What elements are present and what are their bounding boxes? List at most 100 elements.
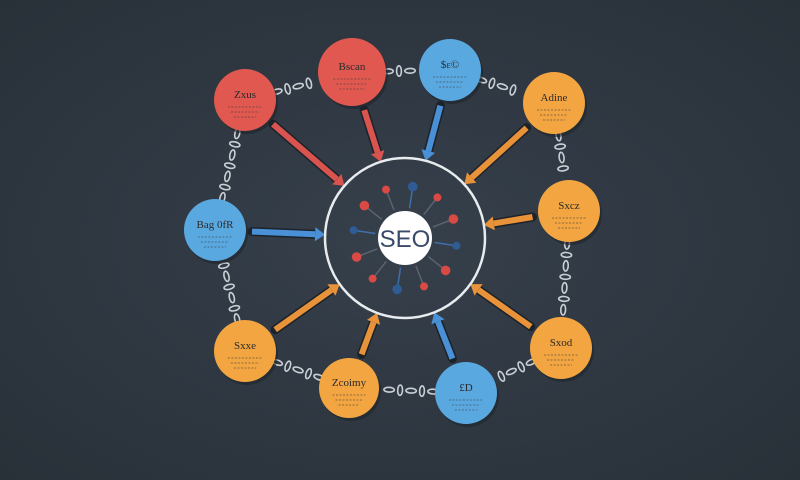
spokes-layer	[247, 101, 537, 364]
spoke-arrow-shaft	[435, 320, 456, 360]
hub-center	[378, 211, 432, 265]
chain-link	[228, 149, 236, 161]
hub-dot	[408, 181, 418, 192]
hub-dot	[440, 265, 451, 276]
spoke-arrow-head	[431, 312, 445, 325]
spoke-arrow-head	[332, 173, 345, 186]
node-title: $ε©	[441, 59, 459, 71]
node-n2: $ε©	[419, 39, 483, 104]
node-circle	[523, 72, 585, 134]
node-circle	[419, 39, 481, 101]
chain-link	[496, 83, 509, 91]
spoke-arrow-shaft	[469, 125, 529, 180]
chain-link	[219, 183, 231, 191]
node-title: Bag 0fR	[197, 219, 235, 231]
chain-link	[228, 304, 241, 312]
chain-link	[292, 366, 304, 374]
chain-link	[228, 140, 241, 148]
spoke-arrow-head	[470, 284, 483, 296]
chain-link	[418, 385, 426, 398]
spoke-arrow-head	[367, 312, 381, 325]
hub-dot	[359, 200, 370, 211]
node-n9: Bag 0fR	[184, 199, 248, 264]
chain-link	[223, 162, 236, 170]
node-circle	[435, 362, 497, 424]
spoke-arrow-head	[483, 216, 495, 231]
chain-link	[404, 67, 416, 75]
spoke-arrow-shaft	[271, 121, 339, 182]
node-circle	[538, 180, 600, 242]
hub-dot	[433, 193, 442, 202]
node-n10: Zxus	[214, 69, 278, 134]
node-title: Sxcz	[558, 200, 580, 212]
chain-link	[223, 283, 235, 291]
spoke-arrow-shaft	[493, 214, 533, 227]
node-title: Adine	[541, 92, 568, 104]
chain-link	[558, 151, 565, 164]
chain-link	[284, 83, 292, 95]
hub-dot	[368, 274, 377, 283]
chain-link	[383, 386, 396, 393]
spoke-arrow-shaft	[425, 104, 444, 152]
chain-link	[223, 170, 231, 183]
node-title: Zxus	[234, 89, 256, 101]
chain-link	[228, 291, 236, 304]
chain-link	[560, 251, 573, 259]
hub-dot	[452, 241, 461, 250]
node-n6: £D	[435, 362, 499, 427]
spoke-arrow-shaft	[361, 109, 381, 154]
chain-link	[559, 273, 572, 281]
node-circle	[214, 320, 276, 382]
chain-link	[509, 84, 517, 96]
chain-link	[395, 65, 403, 77]
node-title: Zcoimy	[332, 377, 367, 389]
chain-link	[284, 360, 292, 372]
spoke-arrow-head	[327, 284, 340, 296]
node-circle	[530, 317, 592, 379]
chain-link	[292, 82, 305, 90]
node-title: Sxod	[550, 337, 573, 349]
chain-link	[517, 361, 526, 373]
spoke-arrow-shaft	[476, 287, 533, 330]
chain-link	[561, 281, 568, 294]
chain-link	[497, 370, 506, 382]
hub-dot	[392, 284, 403, 295]
spoke-arrow-shaft	[251, 228, 316, 238]
spoke-arrow-head	[421, 149, 435, 161]
chain-link	[223, 270, 230, 283]
node-circle	[184, 199, 246, 261]
node-title: Bscan	[339, 61, 366, 73]
spoke-arrow-shaft	[273, 287, 334, 333]
chain-link	[505, 367, 517, 376]
chain-link	[304, 367, 313, 380]
hub-dot	[420, 282, 428, 291]
spoke-arrow-head	[314, 227, 326, 242]
chain-link	[396, 384, 404, 397]
spoke-arrow-shaft	[358, 321, 377, 356]
spoke-arrow-head	[371, 150, 385, 162]
chain-link	[557, 165, 570, 172]
hub-dot	[351, 252, 362, 262]
chain-link	[305, 77, 313, 90]
chain-link	[562, 259, 570, 272]
chain-link	[559, 303, 567, 316]
node-n5: Sxod	[530, 317, 594, 382]
hub-ring	[323, 156, 487, 320]
node-n3: Adine	[523, 72, 587, 137]
chain-link	[405, 387, 418, 394]
hub-dot	[382, 185, 390, 194]
node-circle	[318, 38, 386, 106]
node-title: £D	[459, 382, 473, 394]
hub-label: SEO	[380, 226, 431, 253]
hub-dot	[448, 214, 459, 224]
spoke-arrow-head	[464, 172, 477, 185]
node-title: Sxxe	[234, 340, 256, 352]
hub-group: SEO	[323, 156, 487, 320]
node-n4: Sxcz	[538, 180, 602, 245]
node-n1: Bscan	[318, 38, 388, 109]
chain-link	[557, 295, 570, 303]
chain-link	[488, 77, 496, 90]
